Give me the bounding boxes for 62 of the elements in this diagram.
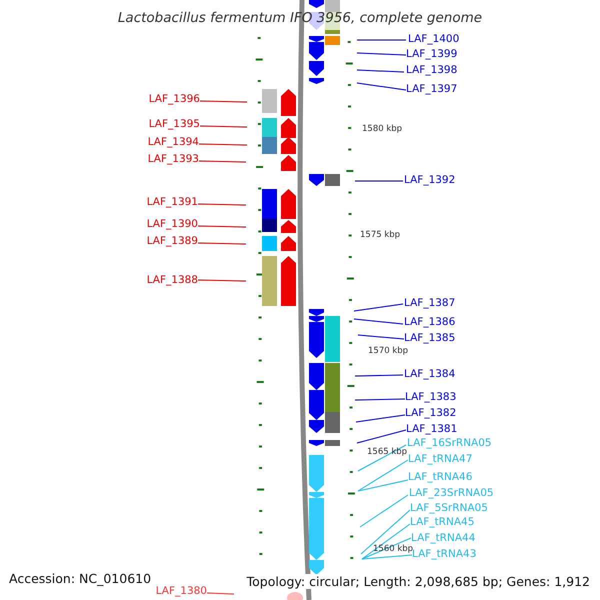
gene-label: LAF_23SrRNA05 <box>409 487 494 499</box>
leader-line <box>356 414 406 422</box>
scale-label: 1570 kbp <box>368 346 408 356</box>
leader-line <box>358 480 408 492</box>
leader-line <box>198 226 246 228</box>
leader-line <box>356 70 404 72</box>
leader-line <box>198 280 246 282</box>
gene-label: LAF_1380 <box>156 585 207 597</box>
gene-label: LAF_1394 <box>148 136 199 148</box>
leader-line <box>354 398 406 400</box>
gene-label: LAF_1395 <box>148 118 200 130</box>
gene-label: LAF_1382 <box>405 407 456 419</box>
gene-label: LAF_1390 <box>146 218 198 230</box>
gene-label: LAF_1393 <box>148 153 199 165</box>
leader-line <box>198 242 246 244</box>
accession-text: Accession: NC_010610 <box>9 571 152 586</box>
gene-label: LAF_16SrRNA05 <box>407 437 492 449</box>
scale-label: 1565 kbp <box>367 447 408 457</box>
leader-line <box>362 554 412 560</box>
gene-label: LAF_1386 <box>404 316 456 328</box>
leader-line <box>358 460 408 492</box>
leader-line <box>354 318 404 324</box>
gene-label: LAF_1398 <box>406 64 458 76</box>
gene-label: LAF_1385 <box>404 332 456 344</box>
gene-label: LAF_1383 <box>405 391 456 403</box>
gene-label: LAF_tRNA43 <box>412 548 476 560</box>
leader-line <box>362 524 410 560</box>
gene-label: LAF_tRNA46 <box>408 471 472 483</box>
gene-label: LAF_1384 <box>404 368 456 380</box>
scale-label: 1575 kbp <box>360 230 400 240</box>
leader-line <box>360 494 408 528</box>
gene-label: LAF_1391 <box>146 196 198 208</box>
leader-line <box>198 204 246 206</box>
gene-label: LAF_1397 <box>406 83 458 95</box>
gene-label: LAF_tRNA45 <box>410 516 474 528</box>
gene-label: LAF_1387 <box>404 297 456 309</box>
leader-line <box>356 52 406 56</box>
gene-label: LAF_1392 <box>404 174 456 186</box>
leader-line <box>200 126 248 128</box>
genome-info-text: Topology: circular; Length: 2,098,685 bp; Genes: 1,912 <box>246 574 590 589</box>
gene-label: LAF_1388 <box>146 274 198 286</box>
gene-label: LAF_1396 <box>148 93 200 105</box>
leader-line <box>206 592 234 594</box>
leader-line <box>198 144 248 146</box>
gene-label: LAF_1381 <box>406 423 458 435</box>
gene-label: LAF_tRNA47 <box>408 453 472 465</box>
leader-line <box>358 444 406 472</box>
leader-line <box>354 180 404 182</box>
gene-label: LAF_1399 <box>406 48 458 60</box>
gene-label: LAF_1389 <box>146 235 198 247</box>
gene-label: LAF_5SrRNA05 <box>410 502 488 514</box>
leader-line <box>356 82 406 90</box>
leader-line <box>354 304 404 312</box>
scale-label: 1580 kbp <box>362 124 402 134</box>
gene-label: LAF_1400 <box>408 33 460 45</box>
leader-line <box>198 160 246 162</box>
leader-line <box>356 430 406 444</box>
leader-line <box>354 374 404 376</box>
leader-line <box>200 100 248 102</box>
leader-line <box>358 334 404 340</box>
gene-label: LAF_tRNA44 <box>411 532 476 544</box>
leader-line <box>360 510 410 554</box>
